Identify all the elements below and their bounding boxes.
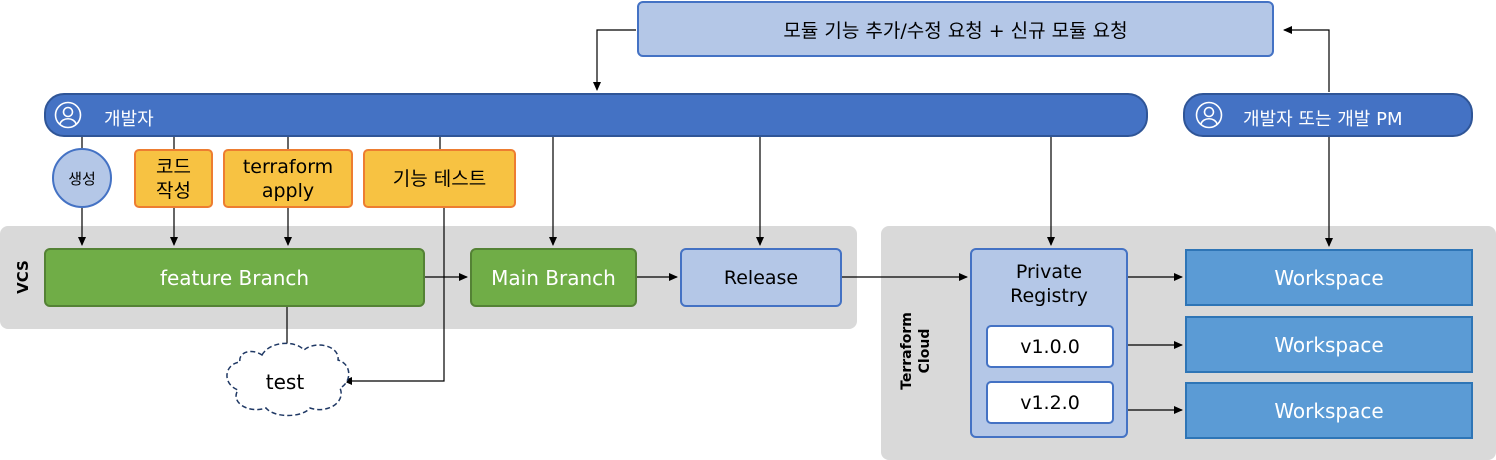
code-writing-line2: 작성: [156, 179, 191, 202]
developer-bar-label: 개발자: [104, 109, 154, 130]
feature-test-box: 기능 테스트: [363, 149, 516, 208]
request-to-developer-arrow: [593, 29, 636, 91]
person-icon: [1195, 101, 1223, 129]
private-registry-line1: Private: [1015, 261, 1083, 283]
version-box-1: v1.0.0: [986, 325, 1114, 368]
terraform-apply-box: terraform apply: [223, 149, 353, 208]
test-cloud-label: test: [265, 370, 305, 394]
test-cloud-shape: [226, 342, 350, 417]
terraform-apply-line1: terraform: [242, 155, 334, 178]
feature-branch-box: feature Branch: [44, 248, 425, 307]
developer-pm-bar-label: 개발자 또는 개발 PM: [1243, 109, 1403, 130]
create-circle: 생성: [52, 148, 112, 208]
terraform-apply-line2: apply: [261, 179, 315, 202]
workspace-box-1: Workspace: [1185, 249, 1473, 306]
version-box-2: v1.2.0: [986, 381, 1114, 424]
pm-to-request-arrow: [1283, 26, 1330, 92]
private-registry-title: Private Registry: [972, 260, 1126, 308]
person-icon: [54, 101, 82, 129]
main-branch-box: Main Branch: [470, 248, 637, 307]
code-writing-line1: 코드: [156, 155, 191, 178]
developer-bar: 개발자: [44, 93, 1148, 137]
workspace-box-3: Workspace: [1185, 382, 1473, 439]
module-request-box: 모듈 기능 추가/수정 요청 + 신규 모듈 요청: [637, 1, 1274, 57]
code-writing-box: 코드 작성: [134, 149, 213, 208]
private-registry-box: Private Registry v1.0.0 v1.2.0: [970, 248, 1128, 438]
workspace-box-2: Workspace: [1185, 316, 1473, 373]
release-box: Release: [680, 248, 842, 307]
developer-pm-bar: 개발자 또는 개발 PM: [1183, 93, 1473, 137]
feature-test-to-test-arrow: [343, 207, 445, 385]
private-registry-line2: Registry: [1010, 285, 1088, 307]
